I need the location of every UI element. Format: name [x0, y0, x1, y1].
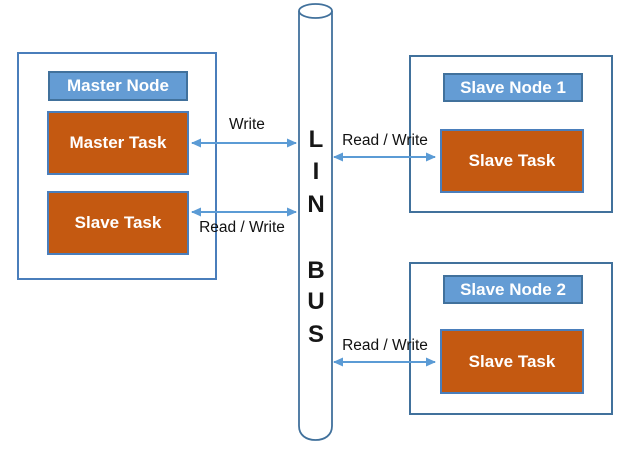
- master-node-header-label: Master Node: [66, 76, 170, 95]
- bus-letter-u: U: [307, 288, 325, 315]
- slave-node-1-header: Slave Node 1: [443, 73, 583, 102]
- slave-node-1-task-label: Slave Task: [468, 151, 556, 170]
- slave-node-1-task-box: Slave Task: [440, 129, 584, 193]
- slave-node-1-header-label: Slave Node 1: [460, 77, 566, 97]
- slave-node-2-header: Slave Node 2: [443, 275, 583, 304]
- master-task-label: Master Task: [69, 133, 167, 152]
- read-write-label-slave-2: Read / Write: [342, 337, 428, 354]
- slave-node-2-task-box: Slave Task: [440, 329, 584, 394]
- master-node-slave-task-box: Slave Task: [47, 191, 189, 255]
- bus-cylinder-top: [298, 3, 333, 19]
- bus-letter-n: N: [307, 191, 325, 218]
- bus-cylinder-body: [298, 11, 333, 441]
- slave-node-2-header-label: Slave Node 2: [460, 279, 566, 299]
- master-node-box: Master Node Master Task Slave Task: [17, 52, 217, 280]
- bus-letter-s: S: [307, 321, 324, 348]
- write-label: Write: [229, 116, 265, 133]
- master-node-header: Master Node: [48, 71, 188, 101]
- master-node-slave-task-label: Slave Task: [74, 213, 162, 232]
- slave-node-2-box: Slave Node 2 Slave Task: [409, 262, 613, 415]
- master-task-box: Master Task: [47, 111, 189, 175]
- bus-letter-b: B: [307, 257, 325, 284]
- bus-letter-i: I: [312, 158, 320, 185]
- read-write-label-master: Read / Write: [199, 219, 285, 236]
- bus-letter-l: L: [308, 126, 324, 153]
- read-write-label-slave-1: Read / Write: [342, 132, 428, 149]
- slave-node-1-box: Slave Node 1 Slave Task: [409, 55, 613, 213]
- slave-node-2-task-label: Slave Task: [468, 351, 556, 371]
- lin-bus-cylinder: [298, 3, 333, 441]
